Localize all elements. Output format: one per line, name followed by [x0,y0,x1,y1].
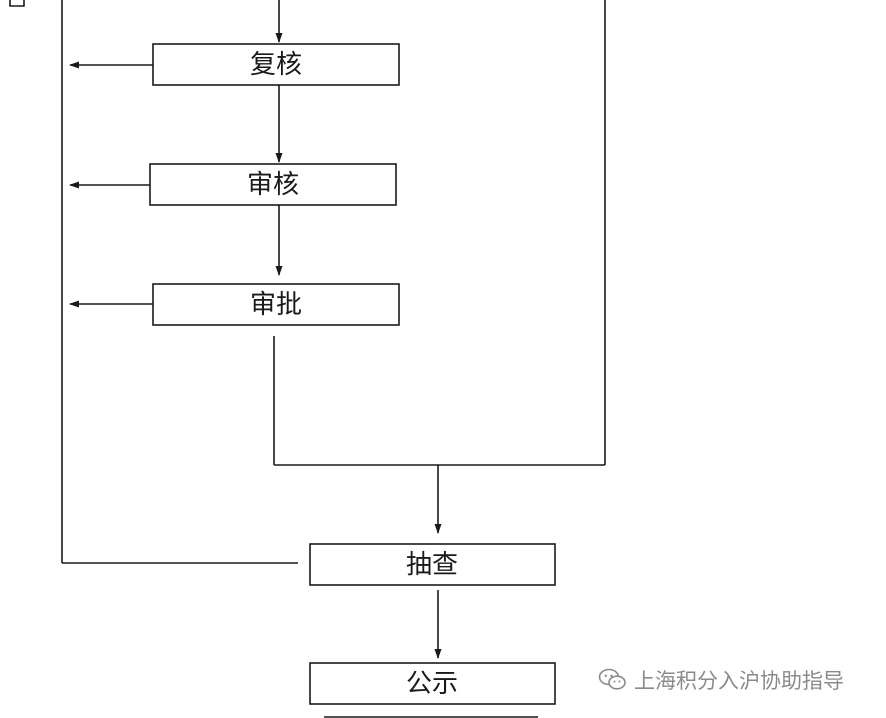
partial-box-edge [9,0,25,7]
node-publicize-label: 公示 [406,669,458,699]
node-spot-check: 抽查 [309,543,556,586]
node-approve: 审批 [152,283,400,326]
node-recheck: 复核 [152,43,400,86]
node-recheck-label: 复核 [250,50,302,80]
node-publicize: 公示 [309,662,556,705]
node-review: 审核 [149,163,397,206]
watermark: 上海积分入沪协助指导 [598,664,844,696]
watermark-text: 上海积分入沪协助指导 [634,669,844,693]
node-spot-check-label: 抽查 [406,550,458,580]
node-approve-label: 审批 [250,290,302,320]
wechat-icon [598,668,626,690]
node-review-label: 审核 [247,170,299,200]
